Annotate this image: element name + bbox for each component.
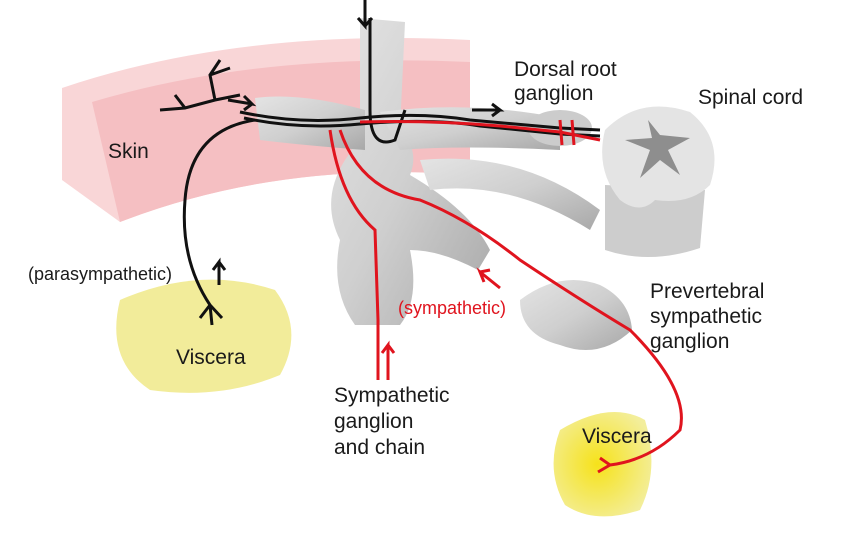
label-drg-line2: ganglion	[514, 82, 594, 105]
label-drg-line1: Dorsal root	[514, 58, 617, 81]
viscera-left	[116, 279, 292, 393]
label-sympathetic: (sympathetic)	[398, 298, 507, 318]
label-prevertebral-line1: Prevertebral	[650, 280, 765, 303]
sympathetic-arrow	[476, 267, 501, 290]
descending-arrow	[356, 0, 374, 30]
prevertebral-ganglion	[520, 280, 632, 350]
skin-afferent-arrow	[227, 94, 257, 112]
label-spinal-cord: Spinal cord	[698, 86, 804, 109]
label-prevertebral-line2: sympathetic	[650, 305, 763, 328]
chain-arrow	[380, 340, 396, 380]
label-chain-line3: and chain	[334, 436, 426, 459]
sympathetic-fibers	[328, 119, 683, 474]
label-viscera-right: Viscera	[582, 425, 652, 448]
gray-matter	[625, 120, 690, 178]
viscera-right	[553, 412, 652, 517]
label-parasympathetic: (parasympathetic)	[28, 264, 173, 284]
parasympathetic-arrow	[211, 257, 227, 285]
drg-arrow	[472, 102, 505, 118]
label-prevertebral-line3: ganglion	[650, 330, 730, 353]
label-viscera-left: Viscera	[176, 346, 246, 369]
label-chain-line1: Sympathetic	[334, 384, 450, 407]
spinal-cord	[602, 106, 715, 258]
label-chain-line2: ganglion	[334, 410, 414, 433]
parasympathetic-fiber	[182, 118, 256, 326]
label-skin: Skin	[108, 140, 149, 163]
